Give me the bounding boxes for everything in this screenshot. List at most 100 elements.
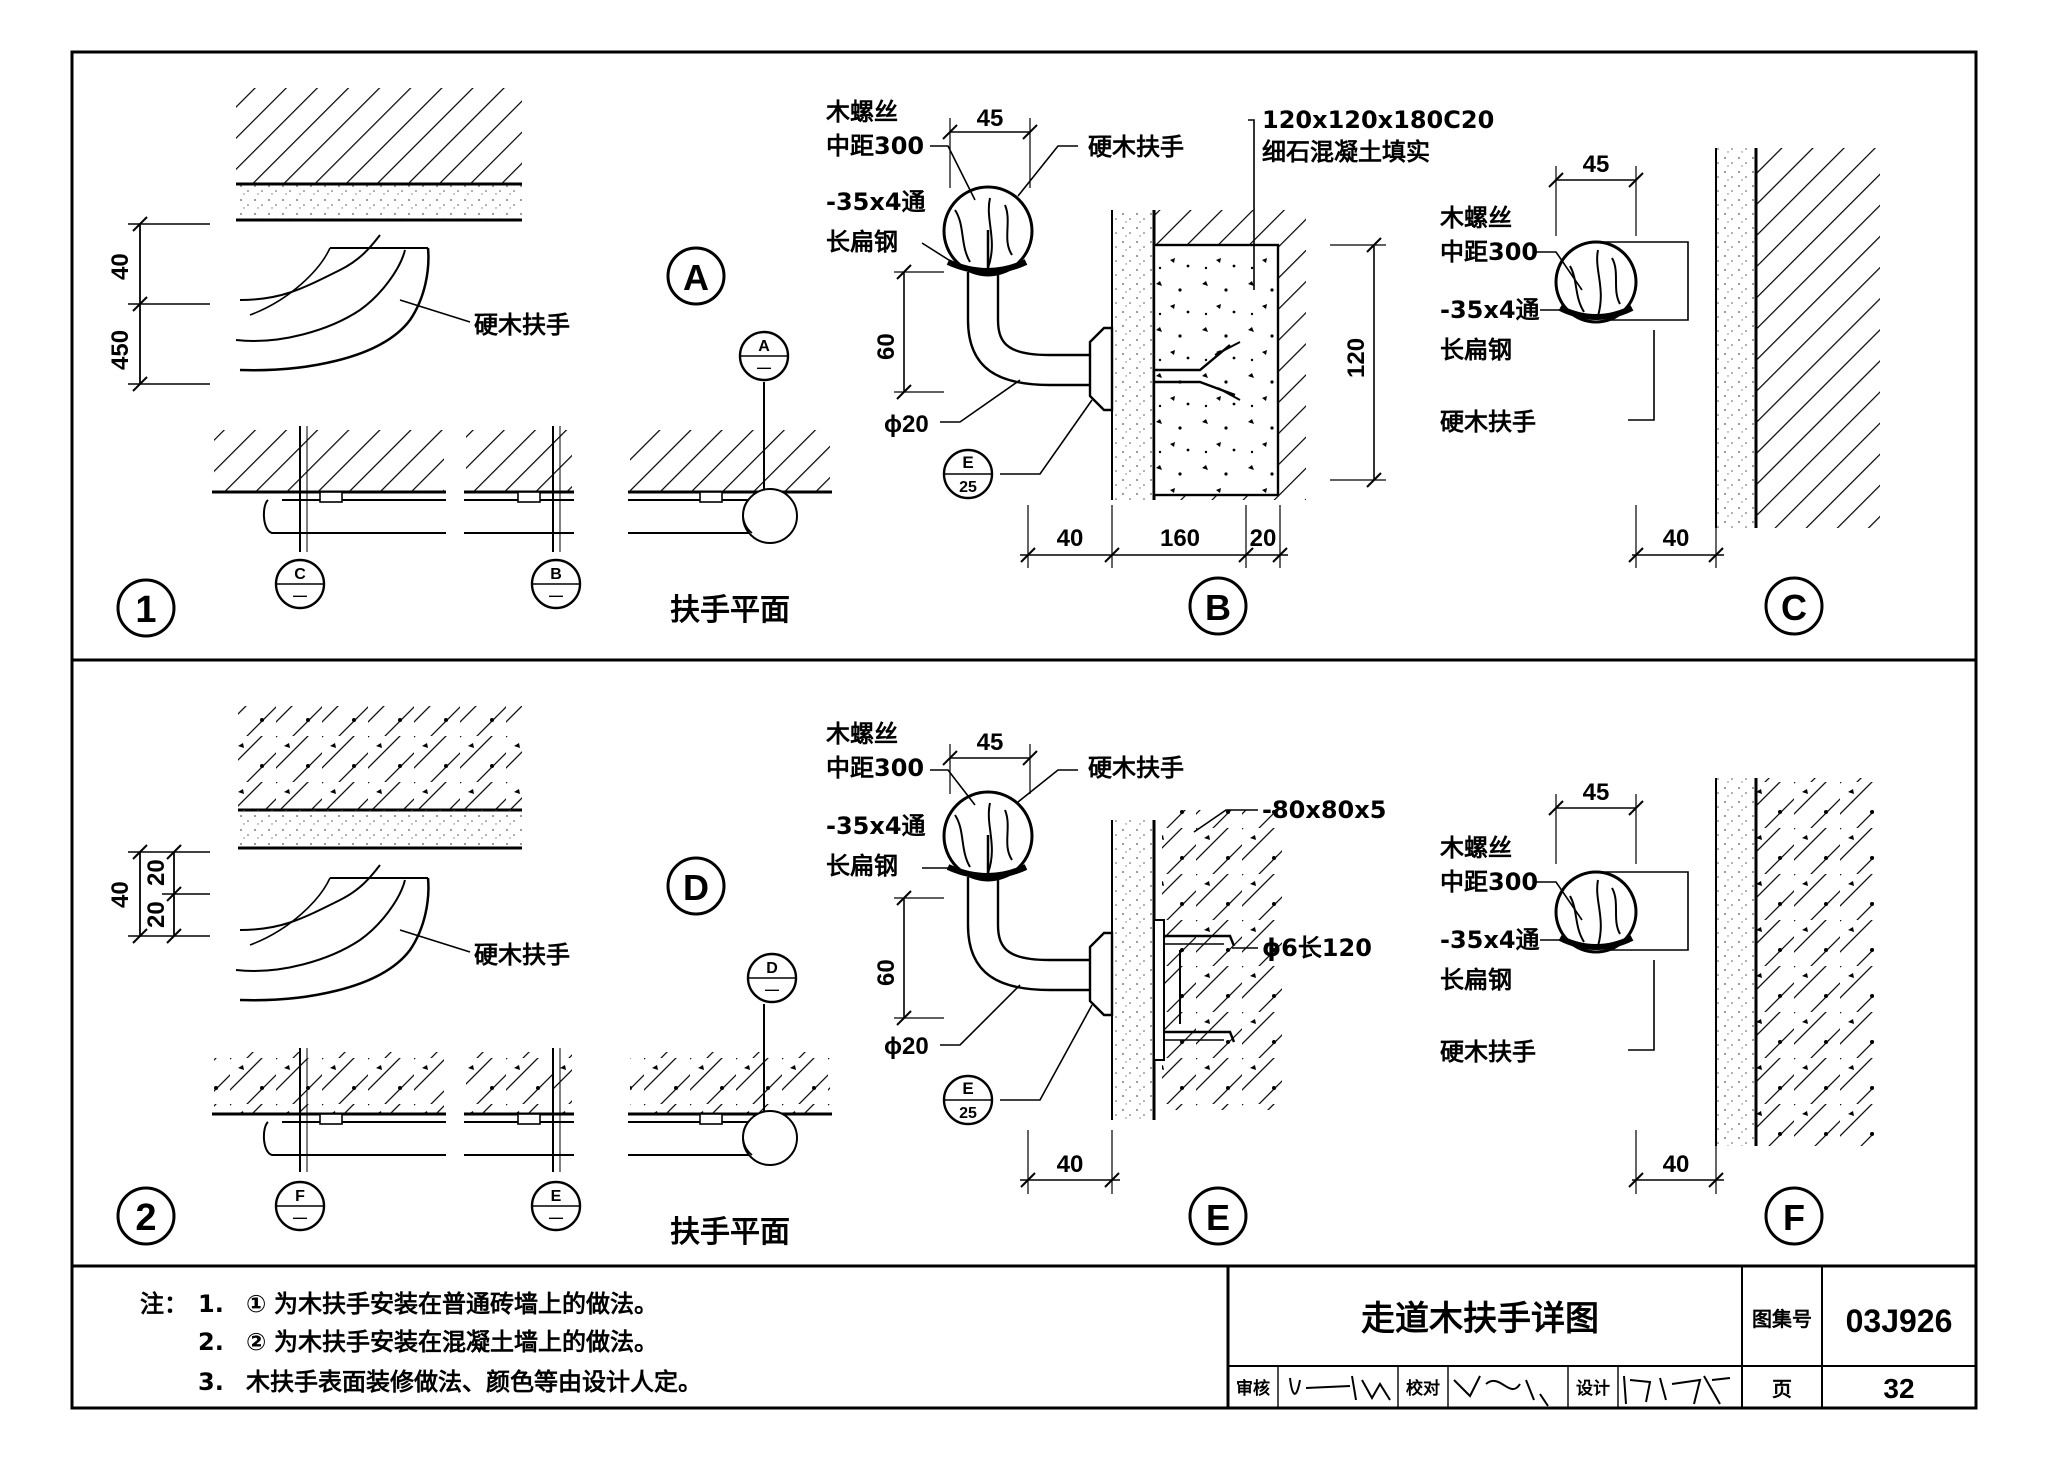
row2-dim-40: 40 [107,881,134,908]
detail-b-marker: B [1188,576,1248,636]
detail-c-handrail: 硬木扶手 [1440,408,1536,436]
detail-c-flat-2: 长扁钢 [1440,336,1512,364]
detail-c-screw-1: 木螺丝 [1439,204,1512,232]
detail-c-screw-2: 中距300 [1440,238,1538,266]
note-2-mark: ② [246,1328,266,1356]
detail-d-marker: D [666,856,726,916]
section-mark-a: A — [738,330,790,382]
svg-text:B: B [550,566,562,583]
svg-text:E: E [551,1188,562,1205]
note-1-num: 1. [198,1290,224,1318]
detail-b-flat-1: -35x4通 [826,188,926,216]
detail-c-dim-bottom: 40 [1663,525,1690,552]
detail-b-ref-page: 25 [959,479,977,496]
svg-text:—: — [549,1209,563,1225]
section-mark-d: D — [746,952,798,1004]
detail-e-ref-page: 25 [959,1105,977,1122]
row1-dim-450: 450 [107,330,134,370]
detail-b-dim-width: 45 [977,105,1004,132]
note-3-num: 3. [198,1368,224,1396]
svg-text:—: — [765,981,779,997]
atlas-label: 图集号 [1752,1307,1812,1331]
row1-marker: 1 [116,578,176,638]
detail-b-drawing [894,118,1386,568]
drawing-title: 走道木扶手详图 [1361,1299,1599,1339]
detail-b-fill-1: 120x120x180C20 [1262,106,1494,134]
row2-dim-20-top: 20 [143,859,170,886]
detail-b-fill-2: 细石混凝土填实 [1262,138,1430,166]
detail-e-anchor: ϕ6长120 [1262,934,1372,962]
note-1-text: 为木扶手安装在普通砖墙上的做法。 [274,1290,658,1318]
section-mark-f: F — [274,1180,326,1232]
detail-f-marker: F [1764,1186,1824,1246]
row2-dim-20-bottom: 20 [143,901,170,928]
detail-b-screw-2: 中距300 [826,132,924,160]
detail-f-dim-bottom: 40 [1663,1151,1690,1178]
svg-text:C: C [1781,587,1807,628]
row2-marker: 2 [116,1186,176,1246]
detail-a-marker: A [666,246,726,306]
check-label: 校对 [1406,1378,1440,1399]
note-1-mark: ① [246,1290,266,1318]
detail-e-ref-letter: E [962,1079,973,1098]
svg-text:B: B [1205,587,1231,628]
svg-text:A: A [758,338,770,355]
check-signature [1453,1375,1549,1407]
svg-text:F: F [295,1188,305,1205]
detail-f-dim-width: 45 [1583,779,1610,806]
row1-plan-view [128,88,832,552]
note-3-text: 木扶手表面装修做法、颜色等由设计人定。 [245,1368,702,1396]
svg-text:—: — [757,359,771,375]
sheet-frame [70,50,1978,1410]
design-label: 设计 [1576,1378,1610,1399]
svg-text:—: — [293,1209,307,1225]
detail-f-flat-1: -35x4通 [1440,926,1540,954]
detail-e-marker: E [1188,1186,1248,1246]
detail-b-dim-height: 60 [873,333,900,360]
detail-f-screw-1: 木螺丝 [1439,834,1512,862]
svg-text:2: 2 [135,1197,156,1239]
svg-text:F: F [1783,1197,1805,1238]
svg-text:D: D [683,867,709,908]
detail-f-drawing [1536,778,1874,1194]
notes-prefix: 注： [140,1290,188,1318]
svg-text:—: — [293,587,307,603]
title-block: 走道木扶手详图 图集号 03J926 页 32 审核 校对 设计 [1226,1266,1976,1408]
atlas-number: 03J926 [1846,1303,1953,1339]
detail-f-handrail: 硬木扶手 [1440,1038,1536,1066]
detail-b-screw-1: 木螺丝 [825,98,898,126]
detail-e-screw-2: 中距300 [826,754,924,782]
row2-plan-view [128,706,832,1172]
section-mark-e: E — [530,1180,582,1232]
detail-e-flat-1: -35x4通 [826,812,926,840]
detail-f-screw-2: 中距300 [1440,868,1538,896]
row1-plan-caption: 扶手平面 [670,593,790,628]
page-label: 页 [1772,1377,1792,1401]
detail-e-dim-bottom: 40 [1057,1151,1084,1178]
row1-handrail-label: 硬木扶手 [474,311,570,339]
detail-c-flat-1: -35x4通 [1440,296,1540,324]
note-2-num: 2. [198,1328,224,1356]
svg-text:C: C [294,566,306,583]
detail-e-handrail: 硬木扶手 [1088,754,1184,782]
section-mark-b: B — [530,558,582,610]
svg-text:1: 1 [135,589,156,631]
svg-text:D: D [766,960,778,977]
row2-handrail-label: 硬木扶手 [474,941,570,969]
detail-e-dim-width: 45 [977,729,1004,756]
row1-dim-40: 40 [107,253,134,280]
note-2-text: 为木扶手安装在混凝土墙上的做法。 [274,1328,658,1356]
detail-e-screw-1: 木螺丝 [825,720,898,748]
row2-plan-caption: 扶手平面 [670,1215,790,1250]
svg-text:—: — [549,587,563,603]
detail-f-flat-2: 长扁钢 [1440,966,1512,994]
detail-e-rod: ϕ20 [884,1033,929,1060]
detail-b-rod: ϕ20 [884,411,929,438]
detail-b-flat-2: 长扁钢 [826,228,898,256]
design-signature [1623,1375,1731,1405]
svg-text:A: A [683,257,709,298]
page-number: 32 [1883,1373,1914,1404]
detail-b-dim-20: 20 [1250,525,1277,552]
review-label: 审核 [1236,1378,1270,1399]
